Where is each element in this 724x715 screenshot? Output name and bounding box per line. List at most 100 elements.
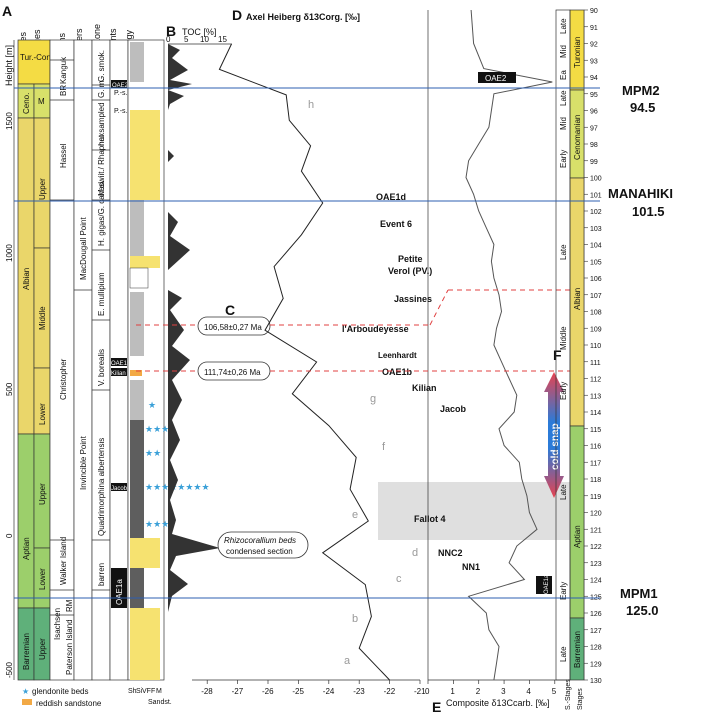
formation-kanguk: Kanguk xyxy=(59,56,68,84)
right-sub-middle-alb: Middle xyxy=(559,326,568,350)
event-oae1a-r: OAE1a xyxy=(544,574,550,594)
marker-mpm2-label: MPM2 xyxy=(622,83,660,98)
right-sub-early-alb: Early xyxy=(559,382,568,400)
age-tick-label: 104 xyxy=(590,243,602,250)
formation-rm: RM xyxy=(65,599,74,612)
stage-aptian xyxy=(17,433,35,609)
foram-gsmok: G. smok. xyxy=(97,50,106,82)
member-macdougall: MacDougall Point xyxy=(79,217,88,280)
right-col-stages: Stages xyxy=(577,688,584,710)
age-tick-label: 111 xyxy=(590,360,601,367)
d-tick-label: -28 xyxy=(201,687,213,696)
right-sub-ea-tur: Ea xyxy=(559,70,568,80)
event-tag-jacob: Jacob xyxy=(111,486,128,492)
d-tick-label: -26 xyxy=(262,687,274,696)
marker-labels: MPM2 94.5 MANAHIKI 101.5 MPM1 125.0 xyxy=(608,83,673,618)
age-tick-label: 102 xyxy=(590,209,602,216)
glendonite-stars: ★ ★★★ ★★ ★★★★★★★★ ★★★ xyxy=(145,400,210,529)
segment-h: h xyxy=(308,99,314,111)
event-oae1d: OAE1d xyxy=(376,192,406,202)
right-stage-barremian: Barremian xyxy=(573,631,582,668)
height-tick-0: 0 xyxy=(5,533,14,538)
age-tick-label: 129 xyxy=(590,661,602,668)
event-kilian-r: Kilian xyxy=(412,383,437,393)
lith-axis-sh: Sh xyxy=(128,688,137,695)
event-tag-ps2: P.-s. xyxy=(114,108,128,115)
event-jacob-r: Jacob xyxy=(440,404,467,414)
age-2: 111,74±0,26 Ma xyxy=(204,368,261,377)
lith-axis-si: Si xyxy=(136,688,143,695)
foram-hgigas: H. gigas/G. canad. xyxy=(97,180,106,246)
svg-text:★★★★★★★★: ★★★★★★★★ xyxy=(145,482,210,492)
toc-tick-10: 10 xyxy=(200,35,209,44)
condensed-label: condensed section xyxy=(226,547,293,556)
chart-d-title: Axel Heiberg δ13Corg. [‰] xyxy=(246,12,360,22)
segment-e: e xyxy=(352,509,358,521)
marker-mpm1-value: 125.0 xyxy=(626,603,659,618)
event-tag-oae2: OAE2 xyxy=(112,83,129,89)
right-sub-late-ceno: Late xyxy=(559,90,568,106)
segments: a b c d e f g h xyxy=(308,99,418,667)
height-tick-500: 500 xyxy=(5,382,14,396)
d13c-org-series xyxy=(218,43,390,681)
segment-g: g xyxy=(370,393,376,405)
right-stage-aptian: Aptian xyxy=(573,525,582,548)
panel-label-e: E xyxy=(432,699,441,715)
formation-paterson: Paterson Island xyxy=(65,619,74,675)
segment-f: f xyxy=(382,441,386,453)
age-tick-label: 118 xyxy=(590,477,601,484)
chart-d: Axel Heiberg δ13Corg. [‰] -28-27-26-25-2… xyxy=(192,12,426,696)
rhizo-label: Rhizocorallium beds xyxy=(224,536,296,545)
age-tick-label: 117 xyxy=(590,460,601,467)
lith-axis-m: M xyxy=(156,688,162,695)
formation-hassel: Hassel xyxy=(59,143,68,168)
correlation-lines xyxy=(136,289,570,372)
formation-isachsen: Isachsen xyxy=(53,608,62,640)
age-tick-label: 121 xyxy=(590,527,602,534)
formation-christopher: Christopher xyxy=(59,358,68,400)
legend: ★ glendonite beds reddish sandstone xyxy=(22,687,102,708)
age-tick-label: 115 xyxy=(590,427,601,434)
age-tick-label: 101 xyxy=(590,192,602,199)
segment-b: b xyxy=(352,613,358,625)
stage-albian-label: Albian xyxy=(22,268,31,290)
age-tick-label: 127 xyxy=(590,628,602,635)
age-tick-label: 128 xyxy=(590,645,602,652)
event-tag-kilian: Kilian xyxy=(111,371,126,377)
age-tick-label: 98 xyxy=(590,142,598,149)
age-tick-label: 100 xyxy=(590,176,602,183)
foram-emull: E. mullipium xyxy=(97,272,106,316)
event-oae1b-r: OAE1b xyxy=(382,367,413,377)
right-col-substages: S.-Stages xyxy=(565,679,572,710)
marker-lines xyxy=(14,87,600,599)
rhizo-box: Rhizocorallium beds condensed section xyxy=(217,531,309,559)
sub-upper-barremian-label: Upper xyxy=(38,638,47,660)
formation-walker: Walker Island xyxy=(59,537,68,585)
cold-snap-arrow[interactable]: cold snap xyxy=(544,372,564,498)
foram-quadri: Quadrimorphina albertensis xyxy=(97,438,106,536)
age-tick-label: 90 xyxy=(590,8,598,15)
stage-turcon xyxy=(17,39,51,85)
event-6: Event 6 xyxy=(380,219,412,229)
d13c-carb-series xyxy=(465,9,553,681)
right-stage-column: Turonian Cenomanian Albian Aptian Barrem… xyxy=(555,9,585,710)
age-tick-label: 96 xyxy=(590,109,598,116)
height-tick-1000: 1000 xyxy=(5,244,14,262)
right-sub-early-apt: Early xyxy=(559,582,568,600)
right-sub-late-bar: Late xyxy=(559,646,568,662)
segment-c: c xyxy=(396,573,402,585)
panel-label-b: B xyxy=(166,23,176,39)
age-tick-label: 120 xyxy=(590,511,602,518)
lith-caption: Sandst. xyxy=(148,699,172,706)
toc-tick-15: 15 xyxy=(218,35,227,44)
e-tick-label: 0 xyxy=(425,687,430,696)
event-arboudeyesse: l'Arboudeyesse xyxy=(342,324,409,334)
age-tick-label: 108 xyxy=(590,310,602,317)
event-petite: Petite xyxy=(398,254,423,264)
e-tick-label: 4 xyxy=(526,687,531,696)
marker-mpm1-label: MPM1 xyxy=(620,586,658,601)
panel-label-a: A xyxy=(2,3,12,19)
foram-notsampled: not sampled xyxy=(97,102,106,146)
e-tick-label: 2 xyxy=(476,687,481,696)
